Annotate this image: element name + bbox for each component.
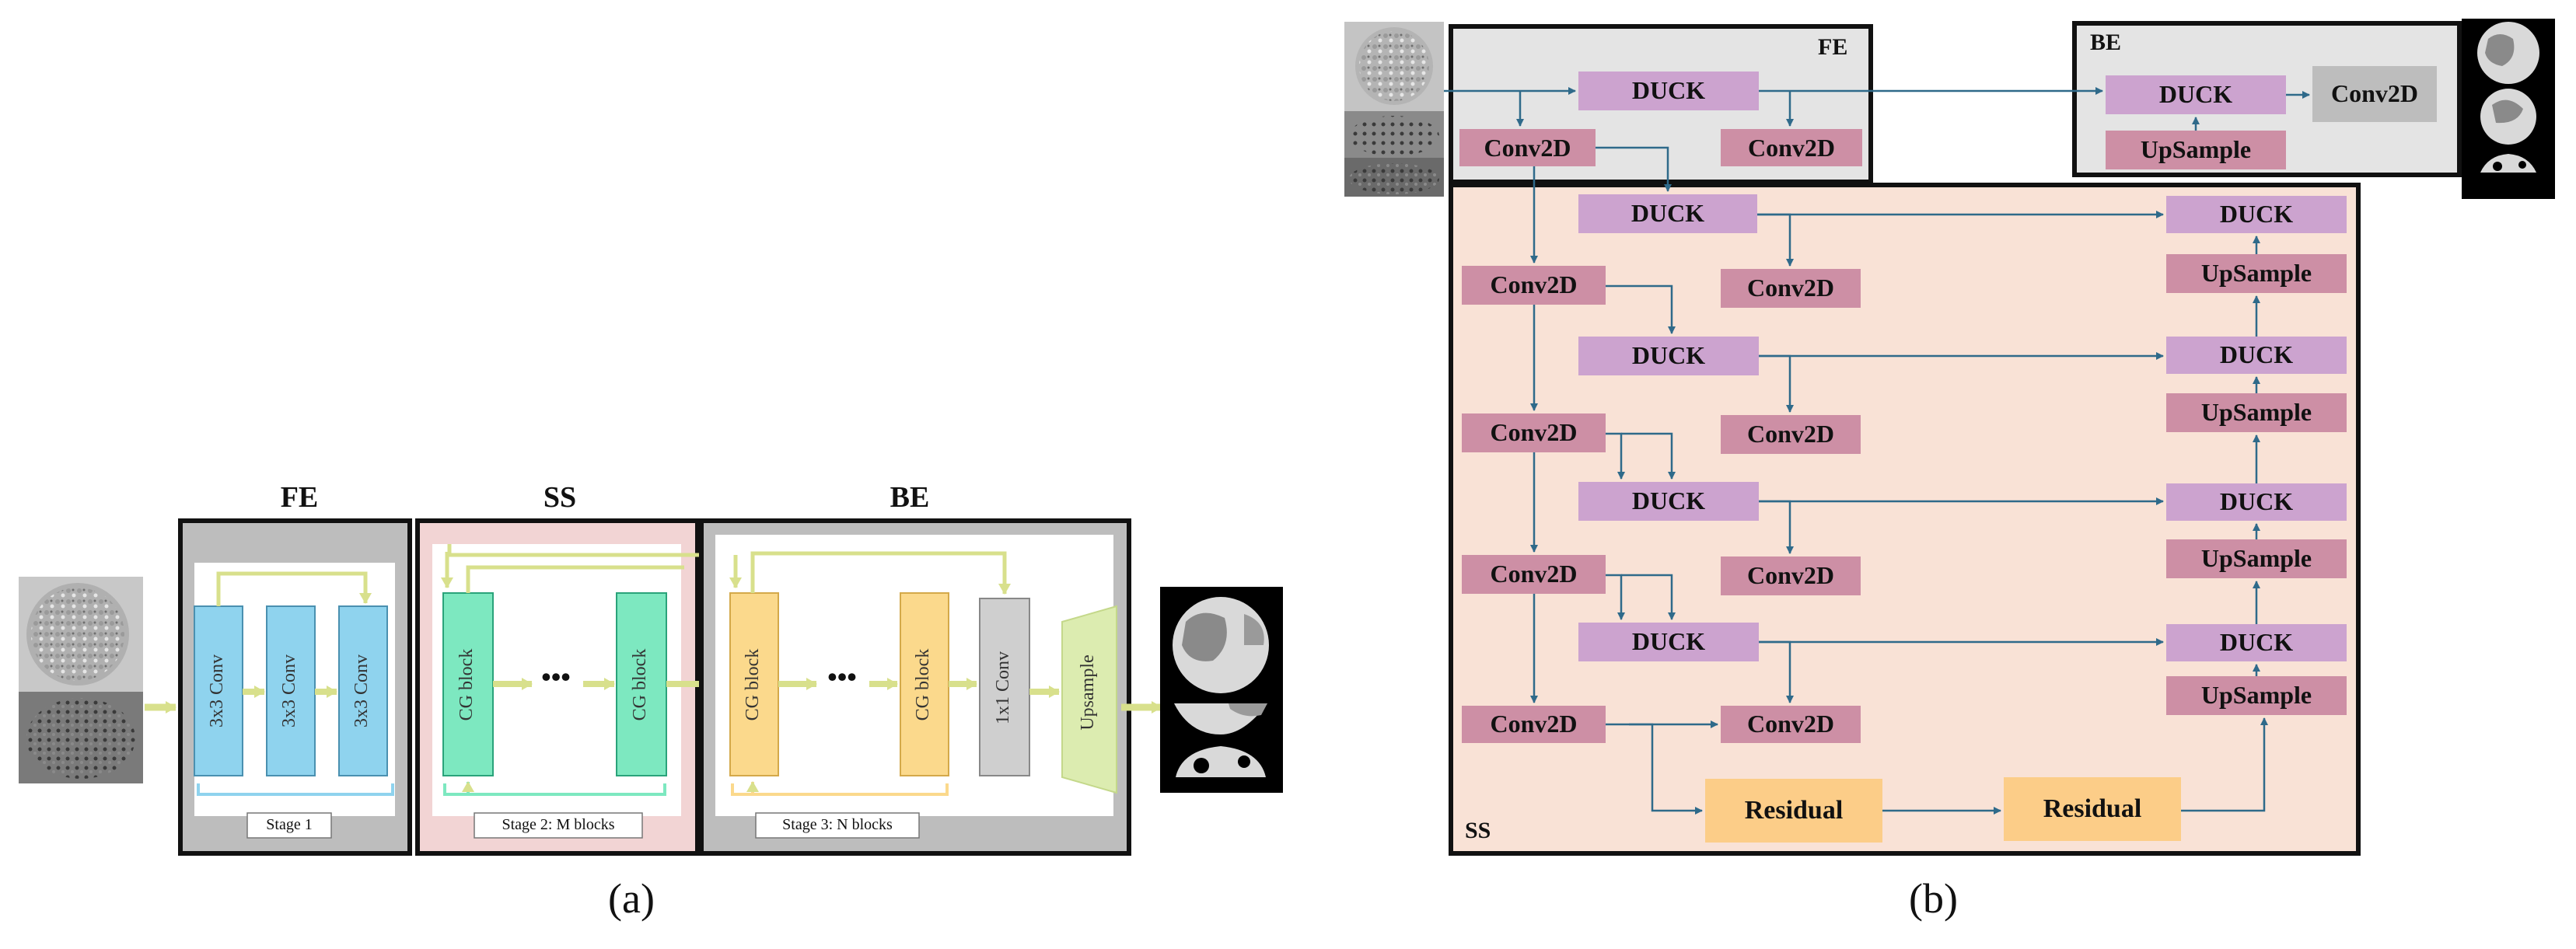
block-cg-be-2: CG block [913, 648, 933, 721]
input-embryo-image-a [19, 577, 143, 783]
residual-2: Residual [2043, 794, 2142, 823]
residual-1: Residual [1744, 796, 1844, 825]
dec-duck-4: DUCK [2219, 628, 2294, 656]
output-masks-b [2462, 19, 2555, 199]
label-be-a: BE [890, 481, 930, 514]
block-upsample-a: Upsample [1078, 654, 1098, 731]
panel-b [1344, 19, 2555, 856]
label-ss-a: SS [543, 481, 577, 514]
fe-conv2d-left: Conv2D [1484, 134, 1571, 162]
stage-2-label: Stage 2: M blocks [502, 816, 615, 833]
ss-duck-2: DUCK [1631, 341, 1706, 369]
block-3x3-conv-3: 3x3 Conv [351, 654, 372, 728]
ss-left-conv2d-2: Conv2D [1490, 418, 1578, 446]
panel-a [19, 518, 1283, 856]
dec-upsample-2: UpSample [2200, 398, 2312, 426]
dec-duck-2: DUCK [2219, 340, 2294, 368]
dec-duck-3: DUCK [2219, 487, 2294, 515]
ss-duck-3: DUCK [1631, 487, 1706, 515]
dec-upsample-4: UpSample [2200, 681, 2312, 709]
ss-right-conv2d-1: Conv2D [1746, 274, 1834, 302]
ss-duck-4: DUCK [1631, 627, 1706, 655]
block-3x3-conv-1: 3x3 Conv [207, 654, 227, 728]
block-1x1-conv: 1x1 Conv [993, 651, 1013, 725]
ss-left-conv2d-1: Conv2D [1490, 270, 1578, 298]
label-be-b: BE [2090, 30, 2122, 55]
dec-upsample-3: UpSample [2200, 544, 2312, 572]
be-duck: DUCK [2158, 80, 2233, 108]
be-upsample: UpSample [2140, 135, 2252, 163]
block-3x3-conv-2: 3x3 Conv [279, 654, 299, 728]
stage-3-label: Stage 3: N blocks [782, 816, 893, 833]
ss-right-conv2d-2: Conv2D [1746, 420, 1834, 448]
be-conv2d: Conv2D [2330, 79, 2418, 107]
ellipsis-ss: ••• [541, 661, 571, 693]
label-fe-a: FE [280, 481, 319, 514]
ss-section-b [1449, 183, 2361, 856]
ellipsis-be: ••• [827, 661, 857, 693]
block-cg-ss-2: CG block [630, 648, 650, 721]
dec-upsample-1: UpSample [2200, 259, 2312, 287]
ss-left-conv2d-3: Conv2D [1490, 560, 1578, 588]
stage-1-label: Stage 1 [266, 816, 313, 833]
ss-right-conv2d-3: Conv2D [1746, 561, 1834, 589]
caption-a: (a) [608, 875, 655, 922]
fe-conv2d-right: Conv2D [1747, 134, 1835, 162]
fe-duck: DUCK [1631, 76, 1706, 104]
block-cg-be-1: CG block [743, 648, 763, 721]
ss-section-a [415, 518, 778, 856]
label-ss-b: SS [1465, 818, 1491, 843]
ss-left-conv2d-4: Conv2D [1490, 710, 1578, 738]
input-embryo-image-b [1344, 22, 1444, 197]
caption-b: (b) [1909, 875, 1958, 922]
block-cg-ss-1: CG block [456, 648, 477, 721]
ss-duck-1: DUCK [1631, 199, 1705, 227]
output-masks-a [1160, 587, 1283, 793]
fe-section-a [178, 518, 412, 856]
be-section-b [2072, 21, 2462, 177]
arrows-b [1444, 87, 2310, 815]
label-fe-b: FE [1818, 34, 1848, 60]
be-section-a [699, 518, 1131, 856]
dec-duck-1: DUCK [2219, 200, 2294, 228]
ss-right-conv2d-4: Conv2D [1746, 710, 1834, 738]
